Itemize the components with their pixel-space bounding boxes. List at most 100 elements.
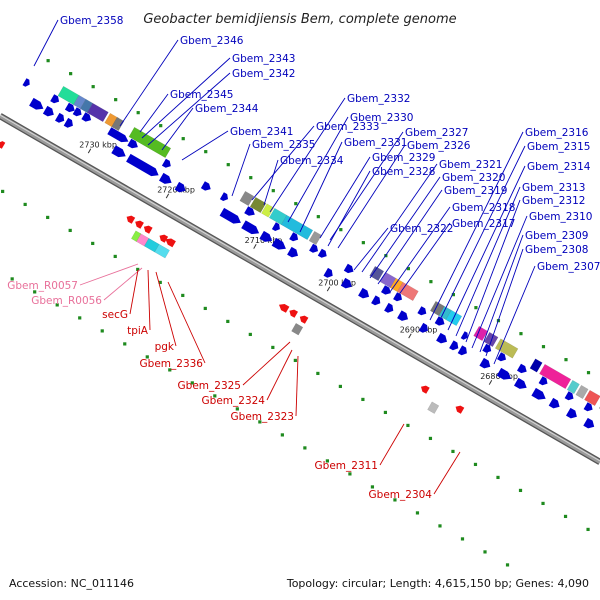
track-dot	[361, 397, 365, 402]
label-leader-line	[231, 143, 251, 197]
gene-colour-block	[483, 331, 499, 348]
label-leader-line	[119, 39, 179, 127]
track-dot	[258, 420, 262, 424]
gene-label[interactable]: Gbem_2321	[439, 159, 502, 171]
gene-label[interactable]: Gbem_R0056	[31, 295, 102, 307]
track-dot	[338, 384, 342, 389]
forward-gene-arrow	[436, 332, 447, 344]
gene-label[interactable]: Gbem_2358	[60, 15, 123, 27]
gene-label[interactable]: Gbem_2345	[170, 89, 233, 101]
track-dot	[496, 475, 500, 480]
track-dot	[541, 345, 546, 349]
track-dot	[325, 459, 329, 463]
gene-label[interactable]: Gbem_2304	[369, 489, 433, 501]
label-leader-line	[129, 269, 139, 315]
gene-label[interactable]: Gbem_2322	[390, 223, 453, 235]
label-leader-line	[242, 341, 291, 386]
gene-label[interactable]: Gbem_2319	[444, 185, 507, 197]
gene-colour-block	[261, 203, 275, 218]
track-dot	[213, 394, 217, 398]
gene-label[interactable]: Gbem_2313	[522, 182, 585, 194]
gene-label[interactable]: Gbem_2327	[405, 127, 468, 139]
track-dot	[249, 176, 253, 180]
forward-gene-arrow	[271, 237, 286, 250]
track-dot	[190, 381, 194, 385]
reverse-gene-arrow	[0, 141, 6, 149]
gene-label[interactable]: secG	[102, 309, 128, 321]
label-leader-line	[465, 199, 521, 343]
gene-label[interactable]: Gbem_2318	[452, 202, 515, 214]
forward-gene-arrow	[514, 377, 527, 389]
gene-label[interactable]: Gbem_2329	[372, 152, 435, 164]
gene-label[interactable]: Gbem_2336	[140, 358, 204, 370]
forward-gene-arrow	[583, 417, 595, 429]
gene-label[interactable]: Gbem_2310	[529, 211, 592, 223]
gene-label[interactable]: Gbem_R0057	[7, 280, 78, 292]
forward-gene-arrow	[22, 78, 30, 87]
gene-label[interactable]: tpiA	[127, 325, 149, 337]
gene-label[interactable]: Gbem_2335	[252, 139, 315, 151]
summary-text: Topology: circular; Length: 4,615,150 bp…	[286, 577, 589, 590]
gene-label[interactable]: Gbem_2332	[347, 93, 410, 105]
gene-label[interactable]: Gbem_2325	[178, 380, 241, 392]
gene-label[interactable]: Gbem_2343	[232, 53, 295, 65]
gene-label[interactable]: Gbem_2328	[372, 166, 435, 178]
track-dot	[564, 358, 568, 362]
reverse-gene-arrow	[279, 304, 290, 313]
label-leader-line	[361, 163, 438, 273]
track-dot	[100, 329, 104, 333]
track-dot	[406, 267, 410, 271]
label-leader-line	[369, 176, 441, 279]
gene-label[interactable]: Gbem_2307	[537, 261, 600, 273]
track-dot	[383, 410, 388, 415]
forward-gene-arrow	[457, 345, 467, 356]
gene-colour-block	[111, 116, 125, 132]
gene-label[interactable]: Gbem_2333	[316, 121, 379, 133]
track-dot	[145, 355, 149, 359]
gene-label[interactable]: Gbem_2330	[350, 112, 413, 124]
forward-gene-arrow	[517, 363, 527, 374]
forward-gene-arrow	[343, 263, 354, 274]
track-dot	[46, 59, 50, 63]
gene-label[interactable]: pgk	[155, 341, 175, 353]
gene-label[interactable]: Gbem_2326	[407, 140, 471, 152]
gene-label[interactable]: Gbem_2316	[525, 127, 589, 139]
gene-label[interactable]: Gbem_2324	[202, 395, 266, 407]
gene-colour-block	[154, 243, 170, 259]
forward-gene-arrow	[219, 192, 228, 201]
label-leader-line	[455, 186, 521, 337]
gene-label[interactable]: Gbem_2323	[231, 411, 294, 423]
gene-label[interactable]: Gbem_2314	[527, 161, 591, 173]
label-leader-line	[266, 349, 293, 401]
forward-gene-arrow	[111, 145, 126, 158]
gene-label[interactable]: Gbem_2331	[344, 137, 407, 149]
gene-colour-block	[308, 230, 322, 246]
track-dot	[226, 319, 230, 324]
gene-label[interactable]: Gbem_2317	[452, 218, 515, 230]
track-dot	[123, 342, 127, 346]
gene-label[interactable]: Gbem_2346	[180, 35, 244, 47]
forward-gene-arrow	[583, 402, 593, 412]
forward-gene-arrow	[244, 206, 255, 216]
label-leader-line	[33, 19, 59, 67]
gene-label[interactable]: Gbem_2344	[195, 103, 259, 115]
gene-label[interactable]: Gbem_2308	[525, 244, 588, 256]
gene-label[interactable]: Gbem_2341	[230, 126, 293, 138]
gene-label[interactable]: Gbem_2342	[232, 68, 295, 80]
gene-label[interactable]: Gbem_2315	[527, 141, 590, 153]
gene-label[interactable]: Gbem_2309	[525, 230, 588, 242]
forward-gene-arrow	[371, 295, 381, 306]
gene-label[interactable]: Gbem_2311	[315, 460, 378, 472]
gene-label[interactable]: Gbem_2334	[280, 155, 344, 167]
gene-label[interactable]: Gbem_2320	[442, 172, 505, 184]
label-leader-line	[263, 159, 279, 206]
gene-label[interactable]: Gbem_2312	[522, 195, 585, 207]
label-leader-line	[147, 72, 231, 146]
tick-mark	[488, 380, 493, 385]
forward-gene-arrow	[548, 397, 560, 409]
label-leader-line	[139, 93, 169, 133]
track-dot	[69, 72, 73, 76]
track-dot	[451, 449, 455, 454]
label-leader-line	[251, 125, 315, 201]
